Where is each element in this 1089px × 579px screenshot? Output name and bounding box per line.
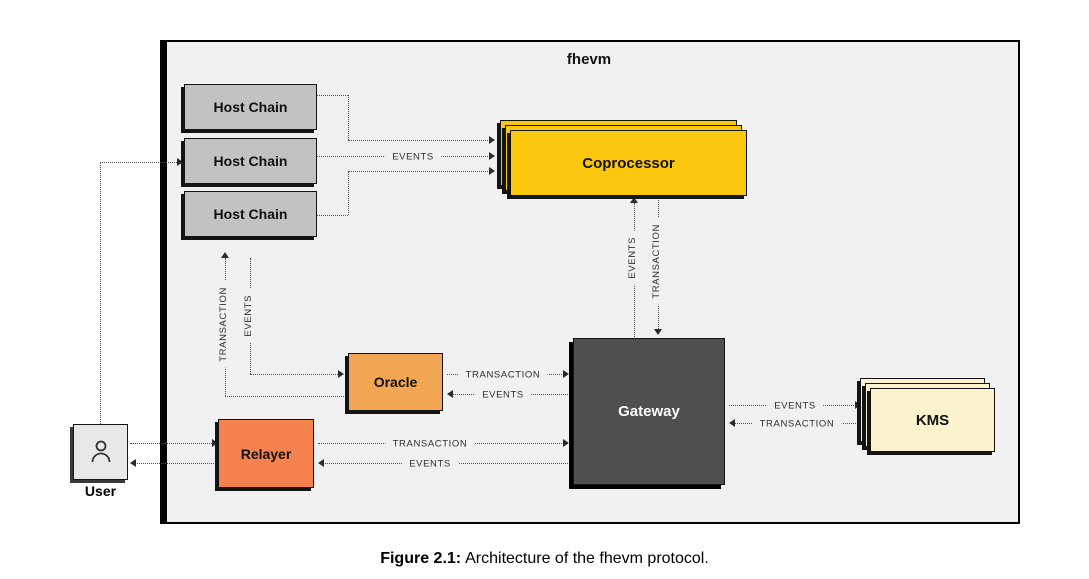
edge-hostchain3-seg3 (348, 171, 490, 172)
figure-caption: Figure 2.1:Architecture of the fhevm pro… (0, 550, 1089, 568)
edge-label-transaction-kms-gateway: TRANSACTION (752, 417, 842, 431)
coprocessor-card-front: Coprocessor (510, 130, 747, 196)
figure-caption-text: Architecture of the fhevm protocol. (465, 550, 709, 567)
relayer-label: Relayer (240, 445, 292, 462)
node-host-chain-3: Host Chain (184, 191, 317, 237)
edge-label-events-gateway-kms: EVENTS (767, 399, 823, 413)
kms-label: KMS (915, 411, 950, 429)
arrowhead-kms-into-gateway (729, 419, 735, 427)
edge-label-transaction-oracle-gateway: TRANSACTION (458, 368, 548, 382)
node-relayer: Relayer (218, 419, 314, 488)
edge-hostchain3-seg1 (317, 215, 348, 216)
edge-user-to-hostchain2-vertical (100, 162, 101, 424)
arrowhead-gateway-into-relayer (318, 459, 324, 467)
arrowhead-hostchain2-into-coprocessor (489, 152, 495, 160)
edge-hostchain1-seg2 (348, 95, 349, 140)
edge-label-transaction-relayer-gateway: TRANSACTION (385, 437, 475, 451)
edge-hostchain1-seg1 (317, 95, 348, 96)
arrowhead-gateway-into-oracle (447, 390, 453, 398)
coprocessor-label: Coprocessor (582, 154, 675, 172)
oracle-label: Oracle (373, 374, 418, 390)
edge-hostchain3-seg2 (348, 171, 349, 215)
edge-hostchain-to-oracle-horizontal (250, 374, 340, 375)
edge-label-transaction-vertical-mid: TRANSACTION (650, 218, 663, 305)
edge-label-events-gateway-oracle: EVENTS (475, 388, 531, 402)
gateway-label: Gateway (618, 403, 680, 420)
edge-label-transaction-vertical-left: TRANSACTION (217, 281, 230, 368)
arrowhead-into-hostchain2 (177, 158, 183, 166)
node-user (73, 424, 128, 480)
arrowhead-hostchain1-into-coprocessor (489, 136, 495, 144)
edge-user-to-relayer (130, 443, 214, 444)
kms-card-front: KMS (870, 388, 995, 452)
figure-caption-number: Figure 2.1: (380, 550, 462, 567)
edge-label-events-gateway-relayer: EVENTS (402, 457, 458, 471)
arrowhead-oracle-into-gateway (563, 370, 569, 378)
edge-label-events-hostchains: EVENTS (385, 150, 441, 164)
arrowhead-into-coprocessor-bottom (630, 197, 638, 203)
node-host-chain-1: Host Chain (184, 84, 317, 130)
node-oracle: Oracle (348, 353, 443, 411)
arrowhead-hostchain3-into-coprocessor (489, 167, 495, 175)
host-chain-3-label: Host Chain (213, 206, 288, 222)
user-icon (91, 440, 110, 463)
node-gateway: Gateway (573, 338, 725, 485)
host-chain-1-label: Host Chain (213, 99, 288, 115)
user-label: User (84, 483, 117, 499)
edge-user-to-hostchain2-horizontal (100, 162, 179, 163)
edge-label-events-vertical-left: EVENTS (242, 289, 255, 343)
edge-oracle-to-hostchain-horizontal (225, 396, 346, 397)
fhevm-container-title: fhevm (566, 51, 612, 68)
arrowhead-into-user (130, 459, 136, 467)
node-host-chain-2: Host Chain (184, 138, 317, 184)
node-kms: KMS (860, 378, 995, 452)
edge-hostchain1-seg3 (348, 140, 490, 141)
arrowhead-into-oracle (338, 370, 344, 378)
arrowhead-into-relayer (212, 439, 218, 447)
edge-label-events-vertical-mid: EVENTS (626, 231, 639, 285)
edge-relayer-to-user (134, 463, 216, 464)
arrowhead-into-hostchain3 (221, 252, 229, 258)
arrowhead-into-gateway-top (654, 329, 662, 335)
arrowhead-into-kms (855, 401, 861, 409)
host-chain-2-label: Host Chain (213, 153, 288, 169)
node-coprocessor: Coprocessor (500, 120, 747, 196)
arrowhead-relayer-into-gateway (563, 439, 569, 447)
